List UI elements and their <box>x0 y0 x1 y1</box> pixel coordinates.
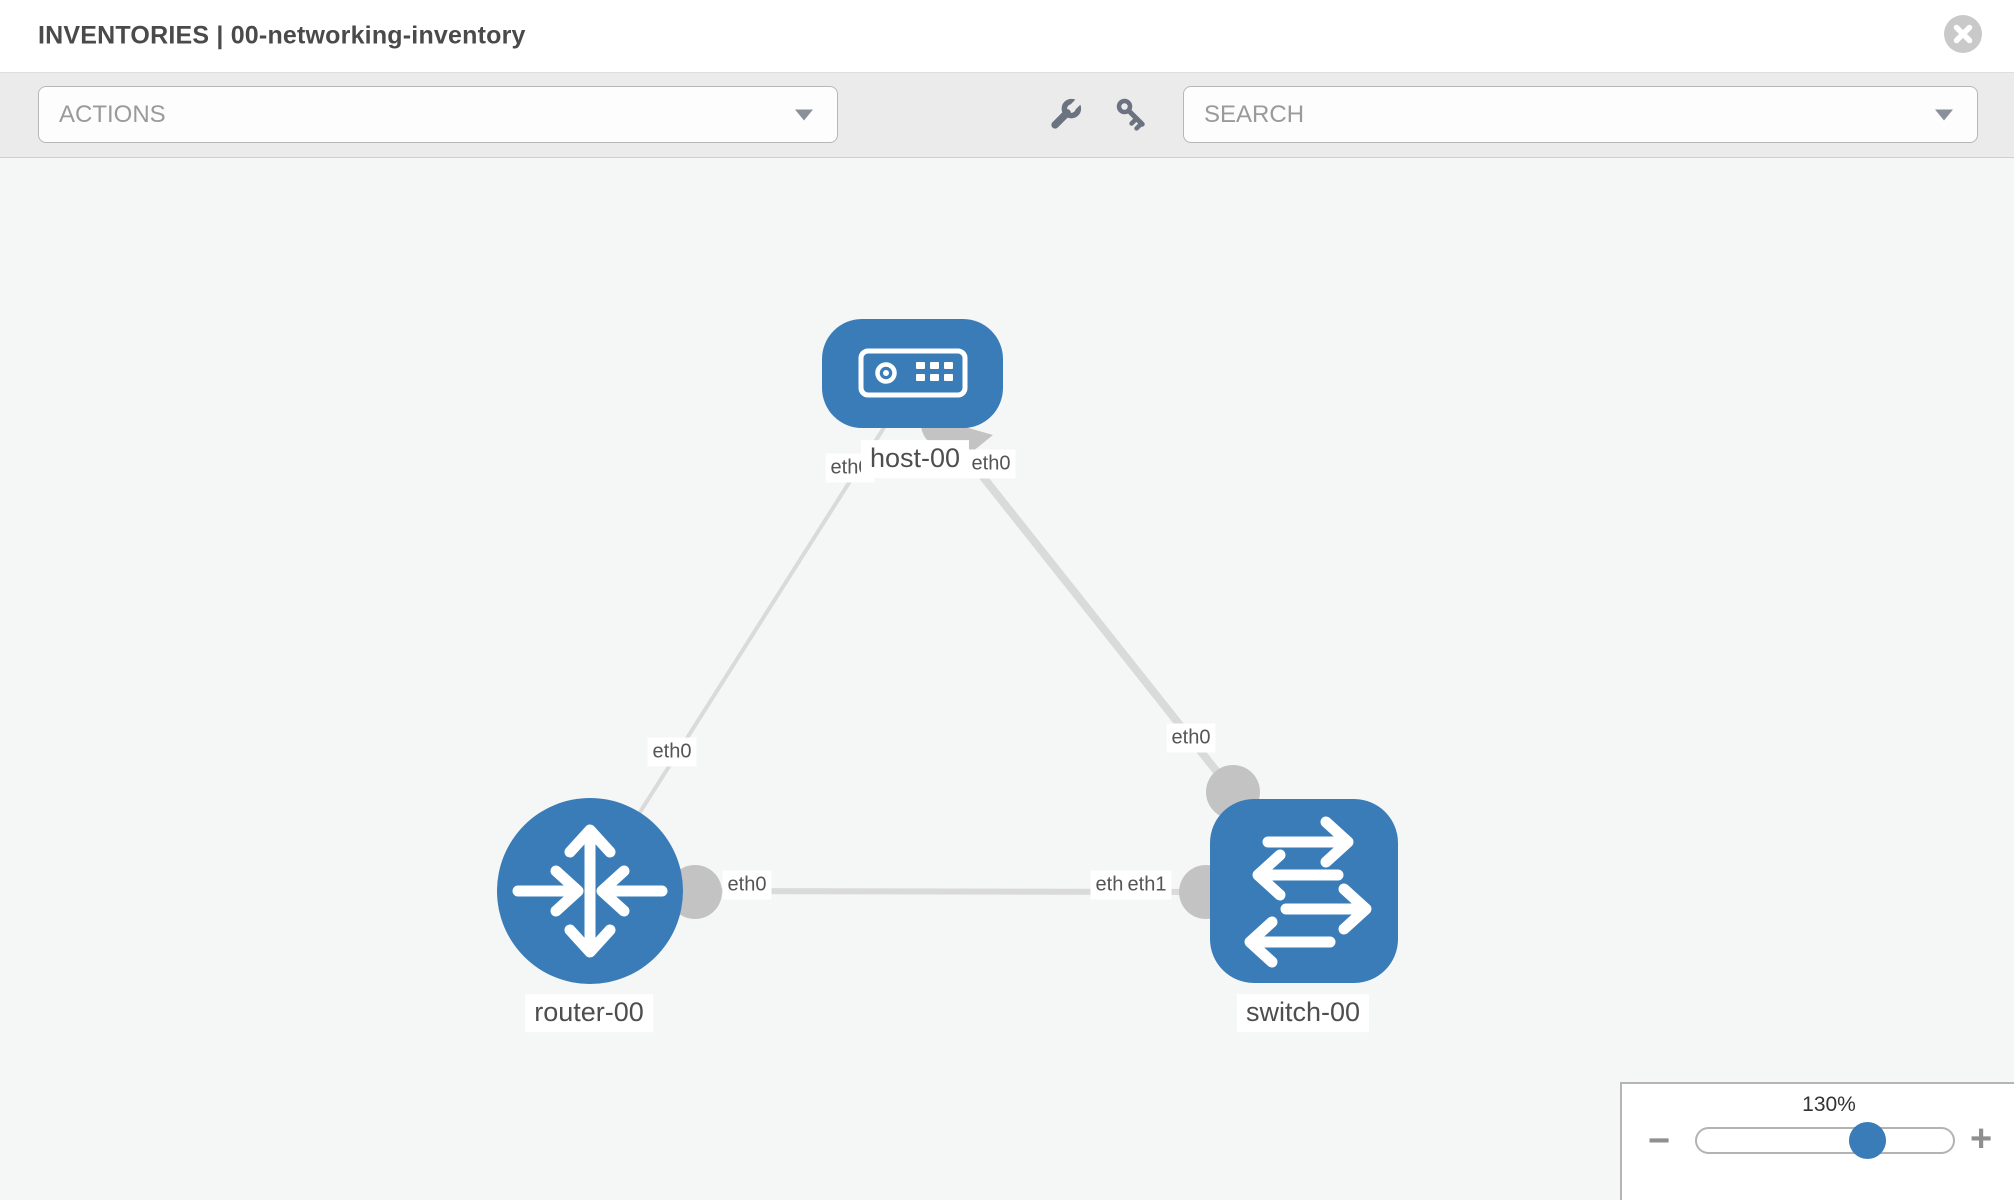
node-switch-00[interactable] <box>1210 799 1398 983</box>
zoom-slider[interactable] <box>1695 1122 1955 1159</box>
zoom-in-button[interactable]: + <box>1970 1118 1993 1160</box>
interface-label: eth1 <box>1122 870 1172 900</box>
zoom-panel: 130% − + <box>1620 1082 2014 1200</box>
close-button[interactable] <box>1944 15 1982 53</box>
zoom-out-button[interactable]: − <box>1648 1120 1671 1162</box>
page-title: INVENTORIES | 00-networking-inventory <box>38 21 526 50</box>
link-arrowhead <box>941 420 993 460</box>
close-icon <box>1944 15 1982 53</box>
zoom-slider-thumb[interactable] <box>1849 1122 1886 1159</box>
zoom-level: 130% <box>1802 1093 1856 1116</box>
node-label-router-00: router-00 <box>525 994 653 1032</box>
switch-icon <box>1244 816 1372 968</box>
interface-label: eth0 <box>1166 723 1216 753</box>
chevron-down-icon <box>1935 109 1953 120</box>
wrench-icon <box>1051 98 1082 129</box>
search-dropdown-label: SEARCH <box>1204 100 1305 128</box>
node-router-00[interactable] <box>497 798 683 984</box>
node-host-00[interactable] <box>822 319 1003 428</box>
interface-label: eth0 <box>966 449 1016 479</box>
credentials-button[interactable] <box>1111 93 1155 137</box>
search-dropdown[interactable]: SEARCH <box>1183 86 1978 143</box>
key-icon <box>1116 98 1145 131</box>
node-label-host-00: host-00 <box>860 440 970 478</box>
interface-label: eth0 <box>722 870 772 900</box>
topology-canvas[interactable]: eth0 eth0 eth0 eth0 eth0 eth0 eth1 host-… <box>0 158 2014 1200</box>
actions-dropdown[interactable]: ACTIONS <box>38 86 838 143</box>
toolbar: ACTIONS SEARC <box>0 72 2014 158</box>
host-icon <box>858 348 968 398</box>
topology-graph <box>497 319 1398 984</box>
node-label-switch-00: switch-00 <box>1236 994 1370 1032</box>
router-icon <box>512 824 668 958</box>
interface-label: eth0 <box>647 737 697 767</box>
chevron-down-icon <box>795 109 813 120</box>
configure-button[interactable] <box>1043 93 1087 137</box>
app-header: INVENTORIES | 00-networking-inventory <box>0 0 2014 72</box>
actions-dropdown-label: ACTIONS <box>59 100 166 128</box>
